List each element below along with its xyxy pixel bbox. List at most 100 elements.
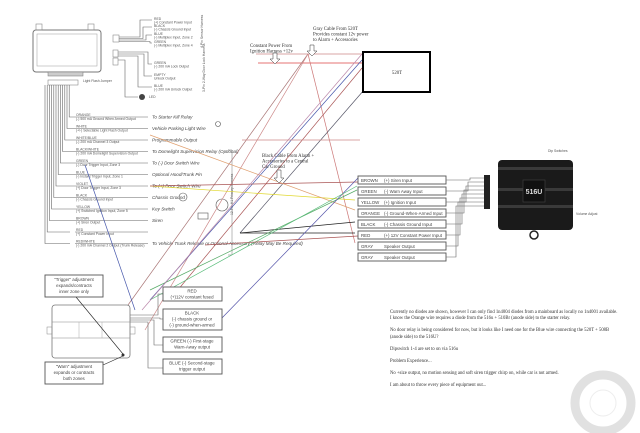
wire-color: GRAY (361, 255, 373, 260)
wire (446, 177, 484, 181)
note-paragraph: No +size output, no motion sensing and s… (390, 371, 559, 377)
annotation-line: Ignition Harness +12v (250, 50, 294, 55)
unit-520t: 520T (362, 51, 431, 93)
harness-wire-function: (+/-) Selectable Light Flash Output (76, 129, 128, 133)
wire (446, 205, 484, 258)
harness-wire-function: (-) 200 mA Channel 3 Output (76, 140, 119, 144)
unit-516u-label: 516U (526, 189, 543, 196)
watermark-logo (570, 370, 636, 433)
note-paragraph: Currently no diodes are shown, however I… (390, 310, 618, 322)
callout-box (44, 274, 104, 298)
harness-wire-color: VIOLET (76, 182, 88, 186)
harness-wire (55, 85, 75, 187)
sensor-output-box (162, 336, 223, 353)
harness-wire-color: BLUE (154, 32, 164, 36)
harness-wire (64, 85, 75, 141)
light-bulb-icon (215, 121, 221, 127)
annotation-line: to Alarm + Accessories (313, 38, 358, 43)
siren-icon (215, 198, 229, 212)
harness-wire-target: Siren (152, 218, 163, 223)
sensor-output-box (162, 308, 223, 331)
unit-520t-label: 520T (392, 71, 402, 76)
annotation-line: Car Ground (262, 165, 285, 170)
harness-wire-color: BLACK/WHITE (76, 148, 100, 152)
harness-wire-target: To (-) Door Switch Wire (152, 161, 200, 166)
led-icon (139, 94, 145, 100)
annotation-line: BLACK (185, 311, 199, 316)
arrow-down-icon (269, 52, 281, 65)
harness-wire-color: EMPTY (154, 73, 166, 77)
harness-wire-function: (+) Constant Power Input (76, 232, 114, 236)
harness-wire-function: (+) Door Trigger Input, Zone 3 (76, 186, 121, 190)
wire-color: YELLOW (361, 200, 380, 205)
harness-wire-color: GREEN (154, 61, 167, 65)
harness-wire (66, 85, 75, 129)
harness-wire-color: BROWN (76, 217, 90, 221)
harness-wire-function: (-) Chassis Ground Input (154, 28, 191, 32)
harness-wire-color: BLACK (76, 194, 88, 198)
harness-wire-color: YELLOW (76, 205, 91, 209)
annotation-line: Provides constant 12v power (313, 33, 369, 38)
annotation-line: Gray Cable From 520T (313, 27, 358, 32)
unit-516u: 516U Dip Switches Volume Adjust (484, 149, 598, 240)
note-paragraph: Dipswitch 1-4 are set to on via 516u (390, 346, 459, 352)
harness-wire (49, 85, 75, 221)
annotation-line: inner zone only (59, 289, 90, 294)
lock-harness-label: 3-Pin 2-Way Door Lock Harness (202, 43, 206, 92)
harness-wire-function: Unlock Output (154, 77, 176, 81)
harness-wire-function: (-) 500 mA Ground When Armed Output (76, 117, 136, 121)
harness-wire (44, 85, 70, 244)
annotation-line: BLUE (-) Second-stage (169, 361, 215, 366)
wire-color: BLACK (361, 222, 375, 227)
harness-wire-target: Programmable Output (152, 138, 198, 143)
callout-box (44, 361, 104, 385)
note-paragraph: Problem Experience... (390, 359, 432, 365)
annotation-line: both zones (63, 376, 85, 381)
wire-function: (+) Siren Input (384, 178, 413, 183)
annotation-line: (-) ground-when-armed (169, 323, 215, 328)
colored-wires (84, 53, 365, 331)
wire-function: (+) Ignition Input (384, 200, 417, 205)
harness-wire (53, 85, 75, 198)
harness-wire-target: To Starter Kill Relay (152, 115, 193, 120)
sensor-harness-label: 4-Pin Sensor Harness (200, 15, 204, 48)
harness-wire-function: (-) Multiplex Input, Zone 2 (154, 36, 193, 40)
wire-color: ORANGE (361, 211, 380, 216)
annotation-line: trigger output (179, 367, 206, 372)
annotation-line: expands or contracts (54, 370, 96, 375)
annotation-line: Constant Power From (250, 44, 292, 49)
wire-function: Speaker Output (384, 244, 416, 249)
wire-color: BROWN (361, 178, 378, 183)
harness-wire-color: RED/WHITE (76, 240, 96, 244)
harness-wire-function: (-) Instant Trigger Input, Zone 1 (76, 175, 123, 179)
harness-wire-target: Optional Hood/Trunk Pin (152, 172, 202, 177)
harness-wire-function: (-) 200 mA Lock Output (154, 65, 189, 69)
annotation-line: (+)12V constant fused (170, 295, 214, 300)
harness-wire-color: ORANGE (76, 113, 91, 117)
wire (446, 189, 484, 214)
harness-wire-target: Key Switch (152, 207, 175, 212)
harness-wire-function: (+) Switched Ignition Input, Zone 5 (76, 209, 128, 213)
wire-color: GREEN (361, 189, 377, 194)
harness-wire-function: (-) 200 mA Channel 2 Output (Trunk Relea… (76, 244, 144, 248)
dip-switch-label: Dip Switches (548, 149, 568, 153)
wire-color: GRAY (361, 244, 373, 249)
harness-wire-target: Chassis Ground (152, 195, 185, 200)
harness-wire-color: BLACK (154, 24, 166, 28)
wire (446, 193, 484, 225)
harness-wire (57, 85, 75, 175)
harness-wire-color: GREEN (76, 159, 89, 163)
wire-function: (-) Chassis Ground Input (384, 222, 433, 227)
wire (446, 201, 484, 247)
battery-icon (197, 212, 209, 220)
harness-wire-color: WHITE/BLUE (76, 136, 97, 140)
annotation-line: (-) chassis ground or (172, 317, 213, 322)
wire-function: (+) 12V Constant Power Input (384, 233, 443, 238)
sensor-callouts: "Trigger" adjustmentexpands/contractsinn… (44, 274, 104, 385)
